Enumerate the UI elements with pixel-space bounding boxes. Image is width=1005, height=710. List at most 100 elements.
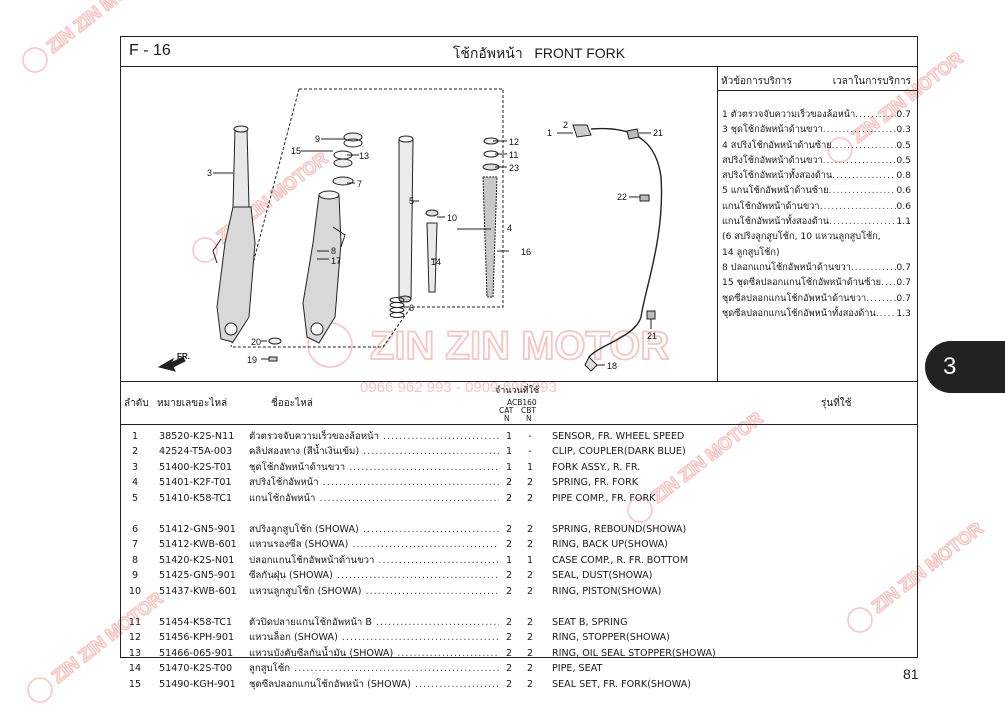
- row-qty-cbt: 2: [526, 570, 534, 582]
- figure-title-en: FRONT FORK: [534, 45, 626, 61]
- service-item-hours: 1.1: [896, 216, 911, 228]
- row-name-th-text: สปริงโช้กอัพหน้า: [249, 477, 319, 489]
- svg-text:20: 20: [251, 337, 261, 347]
- leader-dots: [881, 275, 896, 290]
- leader-dots: [866, 291, 896, 306]
- row-name-th-text: แหวนล็อก (SHOWA): [249, 632, 338, 644]
- figure-title: โช้กอัพหน้า FRONT FORK: [121, 43, 917, 65]
- service-item-hours: 0.7: [896, 277, 911, 289]
- service-item: ชุดซีลปลอกแกนโช้กอัพหน้าทั้งสองด้าน1.3: [722, 306, 917, 321]
- row-name-th: ปลอกแกนโช้กอัพหน้าด้านขวา: [249, 553, 499, 568]
- row-no: 7: [131, 539, 139, 551]
- row-part-number: 51454-K58-TC1: [159, 617, 233, 628]
- svg-text:9: 9: [315, 134, 320, 144]
- svg-text:17: 17: [331, 256, 341, 266]
- row-qty-cbt: 2: [526, 617, 534, 628]
- title-bar: F - 16 โช้กอัพหน้า FRONT FORK: [121, 37, 917, 67]
- row-name-en: FORK ASSY., R. FR.: [552, 461, 641, 473]
- row-qty-cat: 2: [505, 663, 513, 675]
- service-item: (6 สปริงลูกสูบโช้ก, 10 แหวนลูกสูบโช้ก,: [722, 229, 917, 244]
- leader-dots: [374, 555, 499, 566]
- svg-text:12: 12: [509, 137, 519, 147]
- svg-text:11: 11: [509, 150, 518, 160]
- leader-dots: [823, 153, 897, 168]
- row-qty-cat: 2: [505, 617, 513, 628]
- service-item-hours: [911, 229, 917, 244]
- row-name-th-text: คลิปสองทาง (สีน้ำเงินเข้ม): [249, 446, 360, 458]
- row-no: 1: [131, 431, 139, 442]
- svg-text:8: 8: [331, 246, 336, 256]
- row-qty-cat: 2: [505, 585, 513, 597]
- service-item: 5 แกนโช้กอัพหน้าด้านซ้าย0.6: [722, 183, 917, 198]
- leader-dots: [876, 306, 897, 321]
- row-name-th: แหวนลูกสูบโช้ก (SHOWA): [249, 584, 499, 599]
- header-cbt: CBT: [521, 406, 536, 415]
- row-qty-cbt: 2: [526, 539, 534, 551]
- row-name-en: RING, STOPPER(SHOWA): [552, 632, 670, 644]
- row-qty-cbt: 2: [526, 585, 534, 597]
- row-name-th-text: ปลอกแกนโช้กอัพหน้าด้านขวา: [249, 554, 375, 566]
- row-name-en: PIPE, SEAT: [552, 663, 603, 675]
- service-item-label: ชุดซีลปลอกแกนโช้กอัพหน้าด้านขวา: [722, 292, 867, 304]
- row-part-number: 51470-K2S-T00: [159, 663, 233, 675]
- row-part-number: 51401-K2F-T01: [159, 477, 232, 489]
- service-item: แกนโช้กอัพหน้าด้านขวา0.6: [722, 199, 917, 214]
- leader-dots: [855, 107, 896, 122]
- section-tab[interactable]: 3: [925, 341, 1005, 393]
- service-item: 1 ตัวตรวจจับความเร็วของล้อหน้า0.7: [722, 107, 917, 122]
- table-row: 851420-K2S-N01ปลอกแกนโช้กอัพหน้าด้านขวา1…: [121, 553, 917, 568]
- row-qty-cat: 1: [505, 461, 513, 473]
- row-qty-cbt: 2: [526, 477, 534, 489]
- header-cat: CAT: [499, 406, 514, 415]
- row-name-th: แหวนบังคับซีลกันน้ำมัน (SHOWA): [249, 646, 499, 661]
- service-item-label: ชุดซีลปลอกแกนโช้กอัพหน้าทั้งสองด้าน: [722, 307, 876, 319]
- row-qty-cbt: -: [528, 446, 532, 458]
- row-part-number: 51456-KPH-901: [159, 632, 235, 644]
- table-row: 351400-K2S-T01ชุดโช้กอัพหน้าด้านขวา11FOR…: [121, 460, 917, 475]
- service-col-item: หัวข้อการบริการ: [721, 76, 792, 87]
- row-no: 12: [128, 632, 142, 644]
- leader-dots: [832, 138, 897, 153]
- row-no: 13: [128, 647, 142, 659]
- svg-text:16: 16: [521, 247, 531, 257]
- service-item-hours: 0.5: [896, 139, 911, 151]
- row-part-number: 51412-KWB-601: [159, 539, 237, 551]
- service-item-hours: 0.8: [896, 170, 911, 182]
- row-name-en: SEAL SET, FR. FORK(SHOWA): [552, 678, 692, 690]
- service-item-label: 5 แกนโช้กอัพหน้าด้านซ้าย: [722, 185, 829, 197]
- svg-text:21: 21: [647, 331, 657, 341]
- row-no: 8: [131, 554, 139, 566]
- leader-dots: [411, 679, 499, 690]
- row-qty-cat: 2: [505, 524, 513, 535]
- row-no: 3: [131, 461, 139, 473]
- row-qty-cat: 2: [505, 632, 513, 644]
- row-qty-cbt: 1: [526, 554, 534, 566]
- row-name-en: SPRING, FR. FORK: [552, 477, 639, 489]
- leader-dots: [345, 462, 499, 473]
- row-qty-cbt: 2: [526, 647, 534, 659]
- service-item-label: สปริงโช้กอัพหน้าด้านขวา: [722, 154, 823, 166]
- row-qty-cat: 1: [505, 554, 513, 566]
- row-part-number: 38520-K2S-N11: [159, 431, 235, 442]
- row-no: 11: [128, 617, 142, 628]
- row-name-th-text: แหวนรองซีล (SHOWA): [249, 539, 349, 551]
- service-item-label: 3 ชุดโช้กอัพหน้าด้านขวา: [722, 124, 823, 136]
- leader-dots: [359, 524, 499, 535]
- row-name-th-text: ชุดโช้กอัพหน้าด้านขวา: [249, 461, 346, 473]
- parts-table-header: ลำดับ หมายเลขอะไหล่ ชื่ออะไหล่ จำนวนที่ใ…: [121, 381, 917, 425]
- row-qty-cbt: 2: [526, 663, 534, 675]
- header-no: ลำดับ: [124, 398, 149, 409]
- leader-dots: [829, 183, 897, 198]
- leader-dots: [359, 446, 499, 457]
- callout-labels: 3 9 15 13 7 5 10 14 6 4 16 12 11 23 8 17…: [177, 120, 663, 371]
- row-no: 14: [128, 663, 142, 675]
- row-qty-cat: 2: [505, 539, 513, 551]
- row-name-th: สปริงโช้กอัพหน้า: [249, 475, 499, 490]
- row-part-number: 51490-KGH-901: [159, 678, 236, 690]
